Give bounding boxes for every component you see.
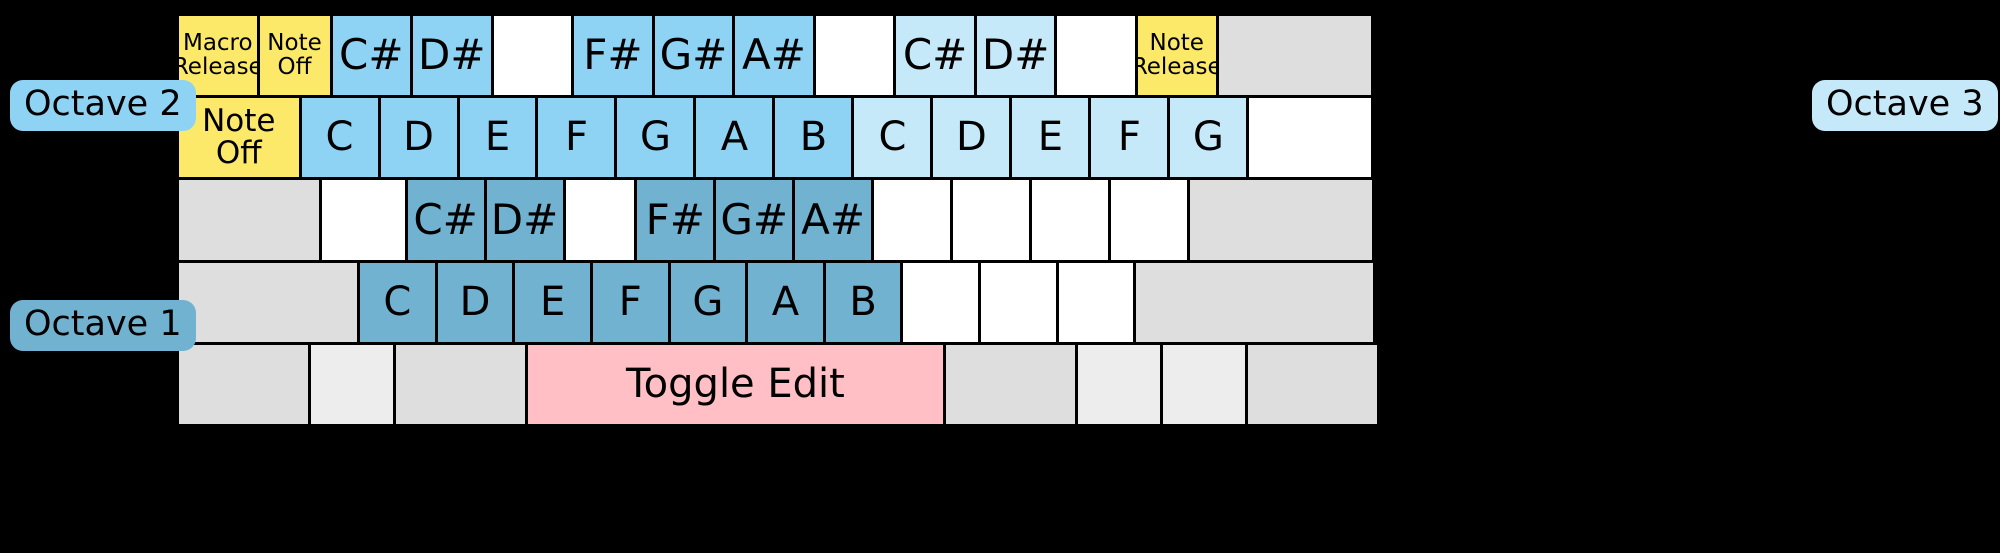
key-g-sharp[interactable]: G# xyxy=(652,14,735,98)
key-c-sharp[interactable]: C# xyxy=(405,178,486,262)
key-blank-r3-c11 xyxy=(1029,178,1110,262)
key-d-sharp[interactable]: D# xyxy=(974,14,1057,98)
key-g[interactable]: G xyxy=(1168,96,1249,180)
key-blank-r4-c1 xyxy=(177,260,360,344)
key-f[interactable]: F xyxy=(590,260,670,344)
octave-badge-octave2: Octave 2 xyxy=(10,80,196,131)
key-g[interactable]: G xyxy=(668,260,748,344)
key-c[interactable]: C xyxy=(358,260,437,344)
key-d-sharp[interactable]: D# xyxy=(411,14,493,98)
key-note-off[interactable]: Note Off xyxy=(257,14,332,98)
key-d-sharp[interactable]: D# xyxy=(484,178,565,262)
key-f[interactable]: F xyxy=(1089,96,1170,180)
key-c-sharp[interactable]: C# xyxy=(894,14,976,98)
key-blank-r1-c12 xyxy=(1055,14,1137,98)
key-e[interactable]: E xyxy=(457,96,538,180)
octave-badge-octave1: Octave 1 xyxy=(10,300,196,351)
row-3-black-keys-octave1: C#D# F#G#A# xyxy=(177,178,1387,262)
key-blank-r5-c2 xyxy=(308,342,395,427)
key-c-sharp[interactable]: C# xyxy=(330,14,413,98)
key-blank-r4-c12 xyxy=(1134,260,1375,344)
key-blank-r1-c14 xyxy=(1216,14,1373,98)
key-blank-r3-c1 xyxy=(177,178,321,262)
key-blank-r5-c5 xyxy=(944,342,1077,427)
key-g[interactable]: G xyxy=(615,96,696,180)
key-a[interactable]: A xyxy=(746,260,825,344)
key-a-sharp[interactable]: A# xyxy=(733,14,815,98)
key-blank-r5-c7 xyxy=(1161,342,1248,427)
key-b[interactable]: B xyxy=(823,260,903,344)
key-blank-r5-c1 xyxy=(177,342,310,427)
key-d[interactable]: D xyxy=(378,96,459,180)
key-blank-r3-c2 xyxy=(319,178,407,262)
octave-badge-octave3: Octave 3 xyxy=(1812,80,1998,131)
key-f-sharp[interactable]: F# xyxy=(572,14,654,98)
key-blank-r5-c8 xyxy=(1246,342,1379,427)
key-blank-r1-c5 xyxy=(491,14,574,98)
key-note-release[interactable]: Note Release xyxy=(1135,14,1218,98)
key-blank-r3-c10 xyxy=(951,178,1031,262)
key-blank-r5-c6 xyxy=(1075,342,1163,427)
key-blank-r1-c9 xyxy=(813,14,896,98)
key-c[interactable]: C xyxy=(852,96,933,180)
key-blank-r4-c10 xyxy=(978,260,1058,344)
key-toggle-edit[interactable]: Toggle Edit xyxy=(525,342,946,427)
key-f-sharp[interactable]: F# xyxy=(635,178,716,262)
key-b[interactable]: B xyxy=(773,96,854,180)
key-blank-r4-c11 xyxy=(1056,260,1136,344)
key-d[interactable]: D xyxy=(435,260,515,344)
key-f[interactable]: F xyxy=(536,96,617,180)
key-blank-r3-c12 xyxy=(1108,178,1189,262)
key-e[interactable]: E xyxy=(1010,96,1091,180)
key-a-sharp[interactable]: A# xyxy=(793,178,874,262)
key-blank-r2-c14 xyxy=(1247,96,1373,180)
key-blank-r3-c5 xyxy=(563,178,637,262)
key-g-sharp[interactable]: G# xyxy=(714,178,795,262)
key-blank-r4-c9 xyxy=(901,260,980,344)
key-e[interactable]: E xyxy=(513,260,592,344)
key-blank-r3-c9 xyxy=(872,178,953,262)
key-d[interactable]: D xyxy=(931,96,1012,180)
key-a[interactable]: A xyxy=(694,96,775,180)
key-blank-r3-c13 xyxy=(1187,178,1374,262)
key-c[interactable]: C xyxy=(299,96,380,180)
key-blank-r5-c3 xyxy=(393,342,527,427)
row-5-modifier-row: Toggle Edit xyxy=(177,342,1387,427)
